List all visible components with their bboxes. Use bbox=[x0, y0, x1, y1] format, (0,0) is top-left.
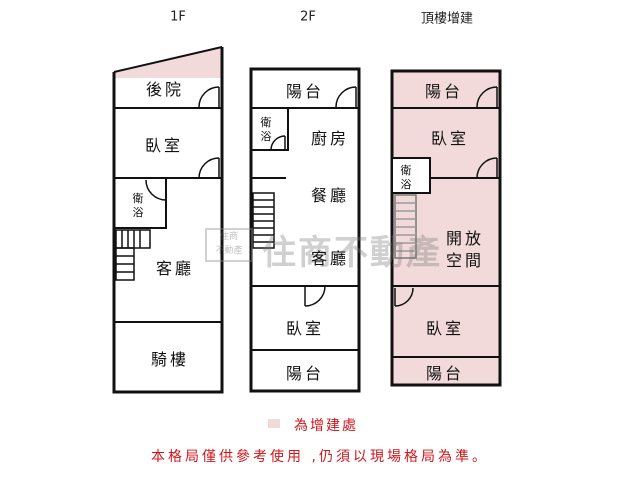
floor-1f-plan bbox=[112, 46, 224, 394]
room-1f-arcade: 騎樓 bbox=[150, 350, 190, 369]
room-roof-open-space: 開放空間 bbox=[446, 228, 484, 272]
room-1f-backyard: 後院 bbox=[145, 80, 185, 99]
room-roof-balcony-rear: 陽台 bbox=[424, 82, 464, 101]
watermark-text: 住商不動產 bbox=[262, 233, 442, 273]
room-roof-bedroom-rear: 臥室 bbox=[430, 129, 470, 148]
watermark-logo-bottom: 不動產 bbox=[215, 246, 243, 256]
bath-label-1: 衛 bbox=[400, 164, 412, 177]
bath-label-2: 浴 bbox=[132, 206, 144, 219]
watermark-logo-top: 住商 bbox=[219, 232, 238, 242]
room-2f-bathroom: 衛浴 bbox=[261, 116, 272, 144]
floor-2f-plan bbox=[249, 67, 361, 393]
room-2f-bedroom: 臥室 bbox=[285, 319, 325, 338]
legend-label: 為增建處 bbox=[294, 418, 358, 434]
room-roof-bathroom: 衛浴 bbox=[401, 164, 412, 192]
bath-label-2: 浴 bbox=[260, 130, 272, 143]
room-1f-bathroom: 衛浴 bbox=[133, 192, 144, 220]
bath-label-1: 衛 bbox=[260, 116, 272, 129]
bath-label-2: 浴 bbox=[400, 178, 412, 191]
room-2f-living: 客廳 bbox=[310, 249, 350, 268]
floor-roof-plan bbox=[390, 69, 502, 387]
header-roof: 頂樓增建 bbox=[420, 11, 474, 27]
open-space-line1: 開放 bbox=[445, 229, 485, 248]
room-1f-living: 客廳 bbox=[155, 259, 195, 278]
bath-label-1: 衛 bbox=[132, 192, 144, 205]
legend-swatch bbox=[268, 419, 280, 428]
room-roof-balcony-front: 陽台 bbox=[425, 364, 465, 383]
room-2f-balcony-rear: 陽台 bbox=[285, 82, 325, 101]
header-1f: 1F bbox=[170, 9, 186, 25]
room-roof-bedroom-front: 臥室 bbox=[425, 319, 465, 338]
open-space-line2: 空間 bbox=[445, 251, 485, 270]
header-2f: 2F bbox=[300, 9, 316, 25]
room-2f-kitchen: 廚房 bbox=[310, 129, 350, 148]
room-2f-balcony-front: 陽台 bbox=[285, 364, 325, 383]
disclaimer-note: 本格局僅供參考使用 ,仍須以現場格局為準。 bbox=[151, 449, 489, 465]
room-1f-bedroom: 臥室 bbox=[144, 136, 184, 155]
room-2f-dining: 餐廳 bbox=[310, 186, 350, 205]
watermark-logo: 住商不動產 bbox=[205, 228, 253, 262]
